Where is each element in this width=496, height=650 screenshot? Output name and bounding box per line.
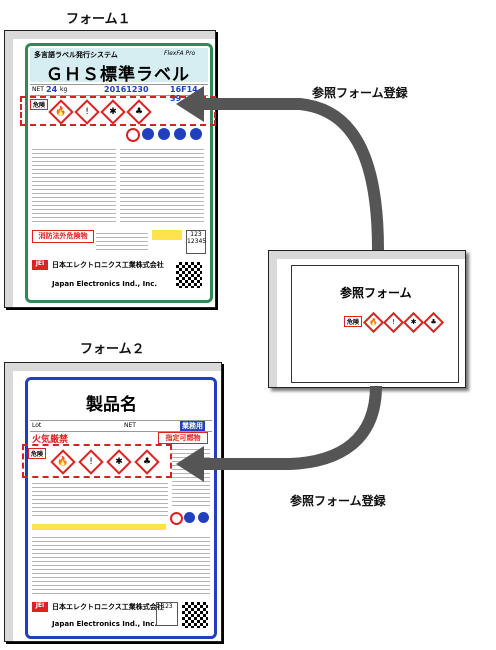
form1-qr-code xyxy=(176,262,202,288)
form1-net-unit: kg xyxy=(60,86,68,93)
form2-gloves-icon xyxy=(198,512,209,523)
form1-company-ja: 日本エレクトロニクス工業株式会社 xyxy=(52,261,164,269)
form2-box-number: 123 xyxy=(156,602,178,626)
form1-text-right xyxy=(120,146,204,222)
form2-title: フォーム２ xyxy=(80,342,145,357)
reference-ruler-top xyxy=(269,251,465,259)
form1-box-number-value: 123 xyxy=(190,231,202,238)
mask-icon xyxy=(174,128,186,140)
form2-yellow-bar xyxy=(32,524,166,530)
form2-text-mid xyxy=(32,480,168,518)
reference-ruler-left xyxy=(269,259,277,387)
form1-signal-word: 危険 xyxy=(30,99,49,110)
form1-ruler-top xyxy=(5,31,215,39)
form1-label-title: ＧＨＳ標準ラベル xyxy=(46,65,190,85)
form2-text-bottom xyxy=(32,534,210,594)
gloves-icon xyxy=(158,128,170,140)
form1-lot-value: 16F14-39 xyxy=(170,85,202,103)
form1-table xyxy=(96,230,148,252)
form2-lot-label: Lot xyxy=(32,422,42,429)
form1-net-label: NET xyxy=(32,86,44,93)
form2-qr-code xyxy=(182,602,208,628)
form2-flammable: 火気厳禁 xyxy=(32,435,69,445)
reference-signal-word: 危険 xyxy=(344,316,363,327)
form2-goggles-icon xyxy=(184,512,195,523)
form2-business-use: 業務用 xyxy=(180,421,205,431)
form1-net-value: 24 xyxy=(46,85,58,94)
register-label-top: 参照フォーム登録 xyxy=(312,86,408,100)
form1-text-left xyxy=(32,146,116,222)
form2-ruler-left xyxy=(5,371,13,641)
form2-net-label: NET xyxy=(124,422,136,429)
form1-system-name: 多言語ラベル発行システム xyxy=(34,51,118,59)
form2-box-value: 123 xyxy=(161,603,173,610)
form2-lot-row: Lot NET 業務用 xyxy=(30,420,212,432)
form2-no-fire-icon xyxy=(170,512,183,525)
reference-form-area[interactable]: 参照フォーム 危険 🔥 ! ✱ ♣ xyxy=(291,265,459,383)
form1-date-value: 20161230 xyxy=(104,85,149,94)
form2-warning-box: 指定可燃物 xyxy=(158,432,208,444)
no-fire-icon xyxy=(126,128,140,142)
form2-company-en: Japan Electronics Ind., Inc. xyxy=(52,620,158,628)
form2-company-ja: 日本エレクトロニクス工業株式会社 xyxy=(52,603,164,611)
form1-ruler-left xyxy=(5,39,13,307)
goggles-icon xyxy=(142,128,154,140)
form1-product: FlexFA Pro xyxy=(164,50,196,57)
form1-yellow-bar xyxy=(152,230,182,240)
form2-reference-area[interactable]: 危険 🔥 ! ✱ ♣ xyxy=(22,444,172,478)
form1-box-small: 12345 xyxy=(187,238,207,245)
form1-canvas: 多言語ラベル発行システム FlexFA Pro ＧＨＳ標準ラベル NET 24 … xyxy=(4,30,216,308)
form1-title: フォーム１ xyxy=(66,12,131,27)
form2-signal-word: 危険 xyxy=(28,448,47,459)
form2-company-logo: JEI xyxy=(32,602,48,612)
reference-form-canvas: 参照フォーム 危険 🔥 ! ✱ ♣ xyxy=(268,250,466,388)
form1-box-number: 123 12345 xyxy=(186,230,206,254)
form1-net-row: NET 24 kg 20161230 16F14-39 xyxy=(30,84,208,103)
form1-reference-area[interactable]: 危険 🔥 ! ✱ ♣ xyxy=(20,96,216,126)
boots-icon xyxy=(190,128,202,140)
form1-header-bg xyxy=(30,48,208,82)
arrow-to-form1-head xyxy=(176,86,204,122)
arrow-to-form2-head xyxy=(176,446,204,482)
arrow-to-form1 xyxy=(196,98,384,251)
register-label-bottom: 参照フォーム登録 xyxy=(290,494,386,508)
form1-warning-box: 消防法外危険物 xyxy=(32,230,94,243)
reference-form-label: 参照フォーム xyxy=(340,286,412,300)
form1-company-en: Japan Electronics Ind., Inc. xyxy=(52,280,158,288)
form2-label-title: 製品名 xyxy=(86,395,137,415)
form1-company-logo: JEI xyxy=(32,260,48,270)
form1-label[interactable]: 多言語ラベル発行システム FlexFA Pro ＧＨＳ標準ラベル NET 24 … xyxy=(20,43,216,303)
form2-ruler-top xyxy=(5,363,221,371)
arrow-to-form2 xyxy=(196,385,382,470)
